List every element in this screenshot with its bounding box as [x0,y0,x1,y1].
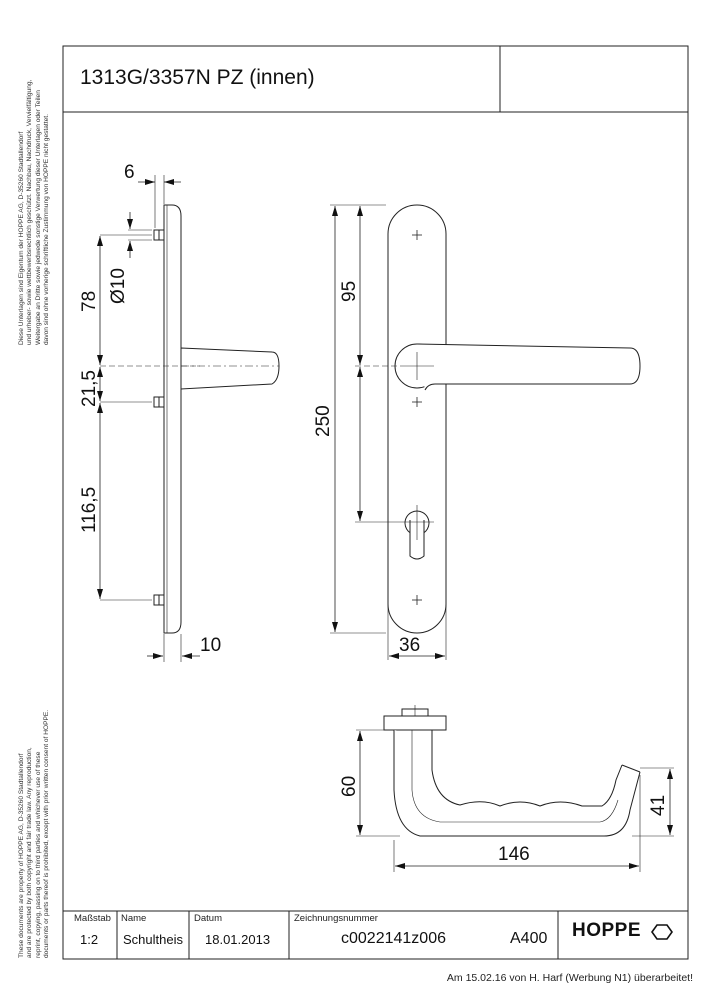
note-line: und urheber- sowie wettbewerbsrechtlich … [26,79,34,345]
dimension-labels: 6 Ø10 78 21,5 116,5 10 250 95 36 60 146 … [79,162,669,865]
date-value: 18.01.2013 [205,932,271,947]
note-line: reprint, copying, passing on to third pa… [34,751,42,958]
note-line: davon sind ohne vorherige schriftliche Z… [43,114,51,345]
dim-lever-axis: 95 [339,281,360,302]
dim-plate-length: 250 [313,405,334,437]
note-line: These documents are property of HOPPE AG… [18,753,25,958]
brand-name: HOPPE [572,920,642,941]
dim-hole-diameter: Ø10 [108,268,129,304]
drawing-title: 1313G/3357N PZ (innen) [80,66,315,89]
note-line: Diese Unterlagen sind Eigentum der HOPPE… [18,131,25,345]
copyright-note-german: Diese Unterlagen sind Eigentum der HOPPE… [18,80,52,345]
name-value: Schultheis [123,932,183,947]
front-view [330,204,641,660]
note-line: and are protected by both copyright and … [26,747,34,958]
dim-lever-to-screw: 21,5 [79,370,100,407]
date-label: Datum [194,913,222,924]
dim-top-to-lever: 78 [79,291,100,312]
dim-rose-depth: 10 [200,635,221,656]
dim-lever-length: 146 [498,844,530,865]
drawing-number-value: c0022141z006 [341,930,446,947]
revision-note: Am 15.02.16 von H. Harf (Werbung N1) übe… [446,972,693,984]
lever-top-view [356,705,674,872]
note-line: documents or parts thereof is prohibited… [43,709,51,958]
sheet-frame [62,45,689,960]
drawing-number-label: Zeichnungsnummer [294,913,378,924]
dim-lever-end-height: 41 [648,795,669,816]
side-view [97,175,280,662]
dim-plate-thickness: 6 [124,162,135,183]
name-label: Name [121,913,147,924]
dim-screw-to-bottom: 116,5 [79,487,100,533]
copyright-note-english: These documents are property of HOPPE AG… [18,710,52,958]
hoppe-logo-icon [651,924,673,940]
dim-lever-height: 60 [339,776,360,797]
dim-plate-width: 36 [399,635,420,656]
sheet-format: A400 [510,930,548,947]
note-line: Weitergabe an Dritte sowie jedwede sonst… [34,90,42,345]
scale-value: 1:2 [80,932,99,947]
scale-label: Maßstab [74,913,111,924]
